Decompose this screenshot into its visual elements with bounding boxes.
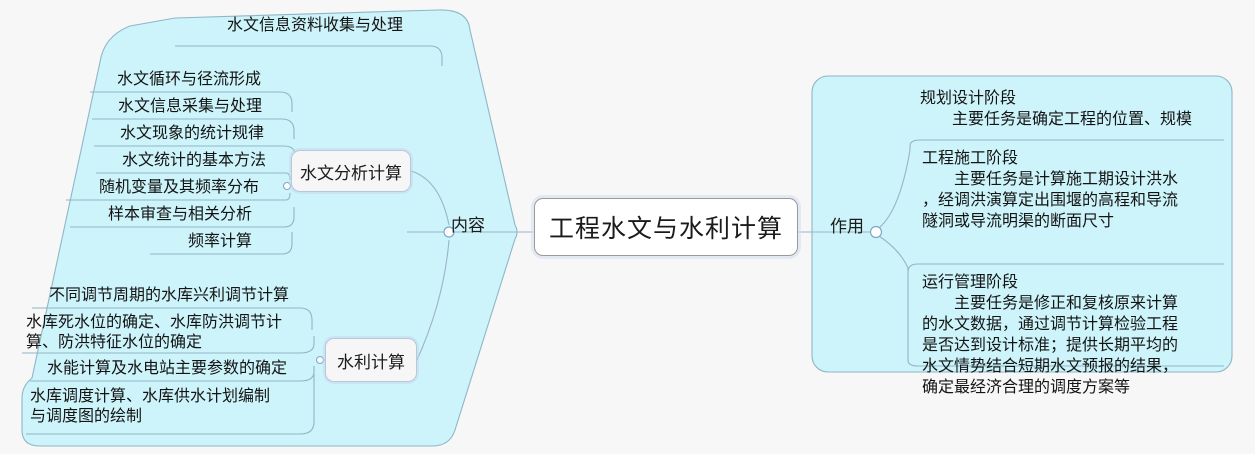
left-topic-item[interactable]: 水文统计的基本方法	[121, 152, 266, 169]
left-topic-item[interactable]: 水库死水位的确定、水库防洪调节计 算、防洪特征水位的确定	[26, 314, 283, 351]
right-stage-block[interactable]: 工程施工阶段 主要任务是计算施工期设计洪水 ，经调洪演算定出围堰的高程和导流 隧…	[922, 148, 1230, 232]
central-node[interactable]: 工程水文与水利计算	[534, 198, 798, 256]
left-topic-item[interactable]: 水库调度计算、水库供水计划编制 与调度图的绘制	[30, 388, 271, 425]
branch-label-content: 内容	[451, 216, 485, 235]
right-stage-block[interactable]: 规划设计阶段 主要任务是确定工程的位置、规模	[920, 88, 1230, 130]
left-topic-item[interactable]: 水文循环与径流形成	[116, 71, 261, 88]
central-node-label: 工程水文与水利计算	[548, 215, 783, 243]
mid-node-water-conservancy-label: 水利计算	[337, 352, 405, 372]
mid-node-hydrologic-analysis-label: 水文分析计算	[300, 163, 402, 183]
mid-node-water-conservancy[interactable]: 水利计算	[325, 338, 417, 382]
left-topic-item[interactable]: 样本审查与相关分析	[107, 206, 252, 223]
right-stage-body: 主要任务是修正和复核原来计算 的水文数据，通过调节计算检验工程 是否达到设计标准…	[922, 295, 1179, 396]
mid-node-hydrologic-analysis[interactable]: 水文分析计算	[291, 150, 411, 192]
left-topic-item[interactable]: 水文信息采集与处理	[117, 98, 262, 115]
right-stage-body: 主要任务是计算施工期设计洪水 ，经调洪演算定出围堰的高程和导流 隧洞或导流明渠的…	[922, 171, 1179, 230]
left-topic-item[interactable]: 随机变量及其频率分布	[98, 179, 259, 196]
right-stage-title: 规划设计阶段	[920, 90, 1017, 107]
branch-label-role: 作用	[830, 217, 864, 236]
left-topic-item[interactable]: 水文信息资料收集与处理	[226, 17, 403, 34]
right-stage-body: 主要任务是确定工程的位置、规模	[952, 111, 1193, 128]
left-topic-item[interactable]: 水能计算及水电站主要参数的确定	[46, 360, 287, 377]
right-stage-block[interactable]: 运行管理阶段 主要任务是修正和复核原来计算 的水文数据，通过调节计算检验工程 是…	[922, 272, 1230, 398]
left-topic-item[interactable]: 水文现象的统计规律	[119, 125, 264, 142]
right-stage-title: 运行管理阶段	[922, 274, 1019, 291]
right-stage-title: 工程施工阶段	[922, 150, 1019, 167]
left-topic-item[interactable]: 不同调节周期的水库兴利调节计算	[48, 287, 289, 304]
left-topic-item[interactable]: 频率计算	[187, 233, 252, 250]
